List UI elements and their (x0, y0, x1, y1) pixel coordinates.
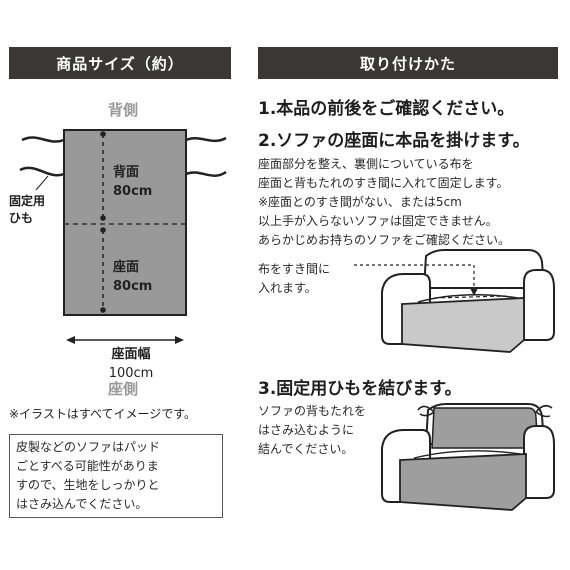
tie-strap-left (417, 405, 435, 417)
seat-cover (401, 297, 525, 353)
step-1: 1.本品の前後をご確認ください。 (258, 99, 515, 119)
width-dim-title: 座面幅 (111, 347, 151, 362)
step-3: 3.固定用ひもを結びます。 (258, 379, 462, 399)
strap-left-bottom (19, 166, 65, 177)
step-3-line: ソファの背もたれを (258, 404, 367, 418)
callout-1-line: 布をすき間に (258, 262, 331, 276)
callout-1: 布をすき間に 入れます。 (258, 260, 330, 298)
install-header: 取り付けかた (258, 47, 558, 79)
step-2-line: 以上手が入らないソファは固定できません。 (258, 214, 498, 228)
callout-1-line: 入れます。 (258, 281, 317, 295)
caution-box: 皮製などのソファはパッド ごとすべる可能性がありま すので、生地をしっかりと は… (9, 434, 223, 518)
width-dimension: 座面幅 100cm (103, 345, 159, 383)
step-2-line: 座面と背もたれのすき間に入れて固定します。 (258, 176, 509, 190)
step-3-line: 結んでください。 (258, 442, 354, 456)
back-dim-title: 背面 (113, 165, 140, 180)
step-3-text: ソファの背もたれを はさみ込むように 結んでください。 (258, 402, 366, 459)
strap-right-top (185, 136, 227, 143)
size-header: 商品サイズ（約） (9, 47, 231, 79)
seat-dim-title: 座面 (113, 260, 140, 275)
strap-right-bottom (185, 170, 227, 177)
step-2-line: あらかじめお持ちのソファをご確認ください。 (258, 233, 511, 247)
step-2: 2.ソファの座面に本品を掛けます。 (258, 131, 530, 151)
cover-diagram (19, 129, 227, 344)
step-2-line: ※座面とのすき間がない、または5cm (258, 195, 462, 209)
back-dim-value: 80cm (113, 184, 153, 199)
back-side-label: 背側 (108, 101, 139, 119)
seat-cover (399, 453, 527, 511)
back-cover (431, 407, 539, 449)
seat-dim-value: 80cm (113, 279, 153, 294)
back-dimension: 背面 80cm (113, 163, 152, 201)
width-dim-value: 100cm (108, 366, 154, 381)
step-3-line: はさみ込むように (258, 423, 355, 437)
step-2-text: 座面部分を整え、裏側についている布を 座面と背もたれのすき間に入れて固定します。… (258, 155, 510, 250)
sofa-illustration-2 (381, 403, 555, 511)
tie-strap-right (535, 404, 553, 418)
cover-shape (63, 129, 187, 316)
strap-label: 固定用 ひも (9, 194, 46, 225)
seat-dimension: 座面 80cm (113, 258, 152, 296)
illustration-note: ※イラストはすべてイメージです。 (9, 407, 197, 421)
seat-side-label: 座側 (108, 380, 139, 398)
step-2-line: 座面部分を整え、裏側についている布を (258, 157, 474, 171)
sofa-illustration-1 (354, 249, 555, 353)
strap-left-top (21, 136, 65, 143)
